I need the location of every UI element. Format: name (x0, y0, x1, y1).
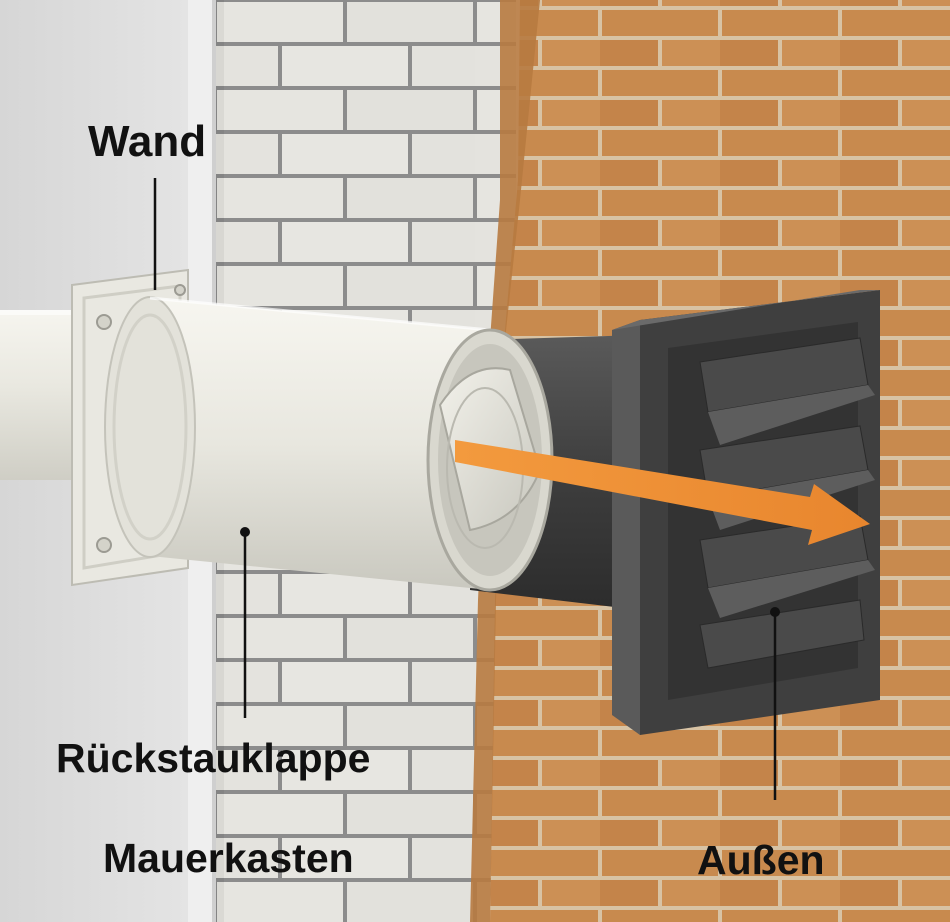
label-wall-sleeve: Mauerkasten (103, 835, 354, 881)
airflow-arrow (455, 440, 870, 545)
leader-dot-outside (770, 607, 780, 617)
label-outside: Außen (697, 837, 825, 883)
label-backflow-flap: Rückstauklappe (56, 735, 371, 781)
leader-dot-backflow-flap (240, 527, 250, 537)
leader-lines (153, 178, 777, 800)
label-wall: Wand (88, 117, 207, 166)
